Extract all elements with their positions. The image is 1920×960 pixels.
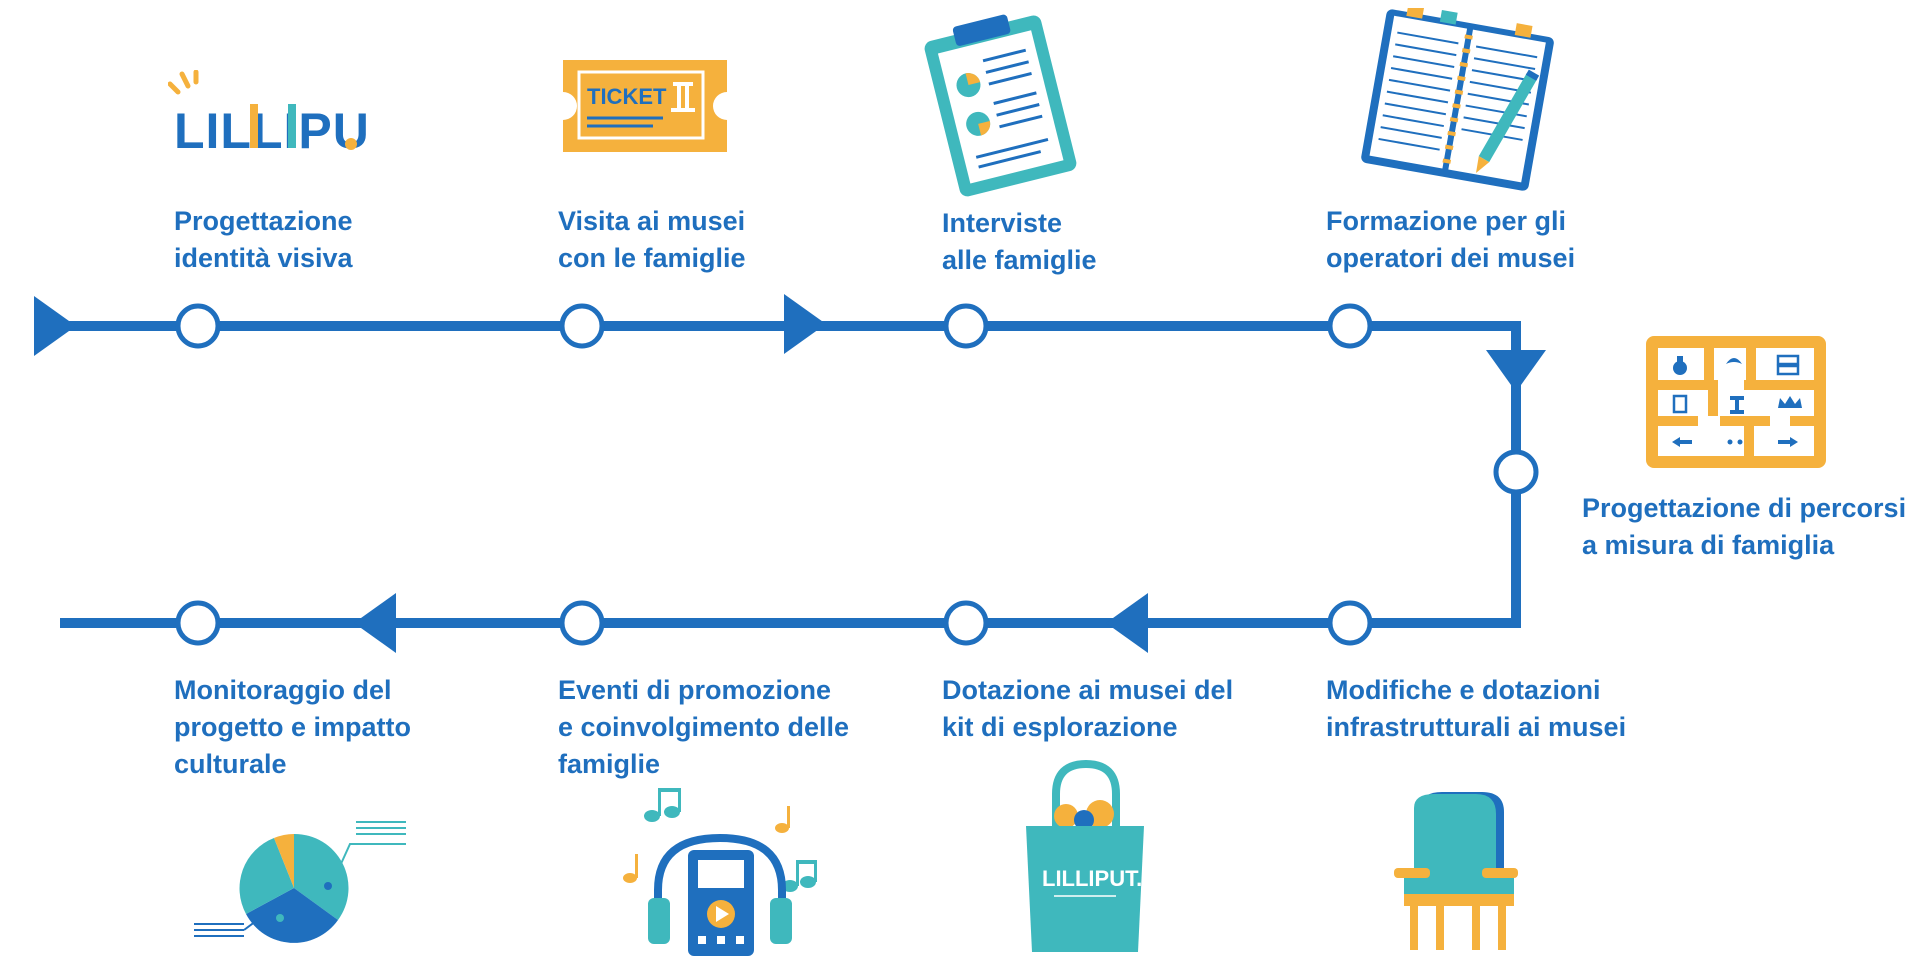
bag-logo-text: LILLIPUT. [1042, 866, 1142, 891]
notebook-icon [1361, 8, 1554, 191]
clipboard-icon [924, 14, 1077, 197]
tote-bag-icon: LILLIPUT. [1026, 759, 1144, 952]
logo-text: LILLIPUT. [174, 103, 368, 159]
node-6 [1327, 600, 1373, 646]
step-label-8: Eventi di promozione e coinvolgimento de… [558, 675, 850, 779]
armchair-icon [1394, 792, 1518, 950]
start-arrow [34, 296, 76, 356]
ticket-text: TICKET [587, 84, 667, 109]
step-label-3: Interviste alle famiglie [942, 208, 1097, 275]
lilliput-logo-icon: LILLIPUT. [168, 70, 368, 159]
step-label-1: Progettazione identità visiva [174, 206, 353, 273]
step-label-4: Formazione per gli operatori dei musei [1326, 206, 1576, 273]
pie-chart-icon [194, 821, 406, 943]
museum-map-icon [1646, 336, 1826, 468]
node-2 [559, 303, 605, 349]
step-label-5: Progettazione di percorsi a misura di fa… [1582, 493, 1907, 560]
node-5 [1493, 449, 1539, 495]
arrow-left-bottom-2 [354, 593, 396, 653]
arrow-down [1486, 350, 1546, 392]
node-8 [559, 600, 605, 646]
step-label-6: Modifiche e dotazioni infrastrutturali a… [1326, 675, 1627, 742]
step-label-7: Dotazione ai musei del kit di esplorazio… [942, 675, 1234, 742]
node-9 [175, 600, 221, 646]
node-7 [943, 600, 989, 646]
music-player-icon [623, 788, 817, 956]
arrow-left-bottom-1 [1106, 593, 1148, 653]
step-label-9: Monitoraggio del progetto e impatto cult… [174, 675, 411, 779]
node-3 [943, 303, 989, 349]
ticket-icon: TICKET [563, 60, 727, 152]
step-label-2: Visita ai musei con le famiglie [558, 206, 746, 273]
node-1 [175, 303, 221, 349]
arrow-right-top [784, 294, 826, 354]
node-4 [1327, 303, 1373, 349]
